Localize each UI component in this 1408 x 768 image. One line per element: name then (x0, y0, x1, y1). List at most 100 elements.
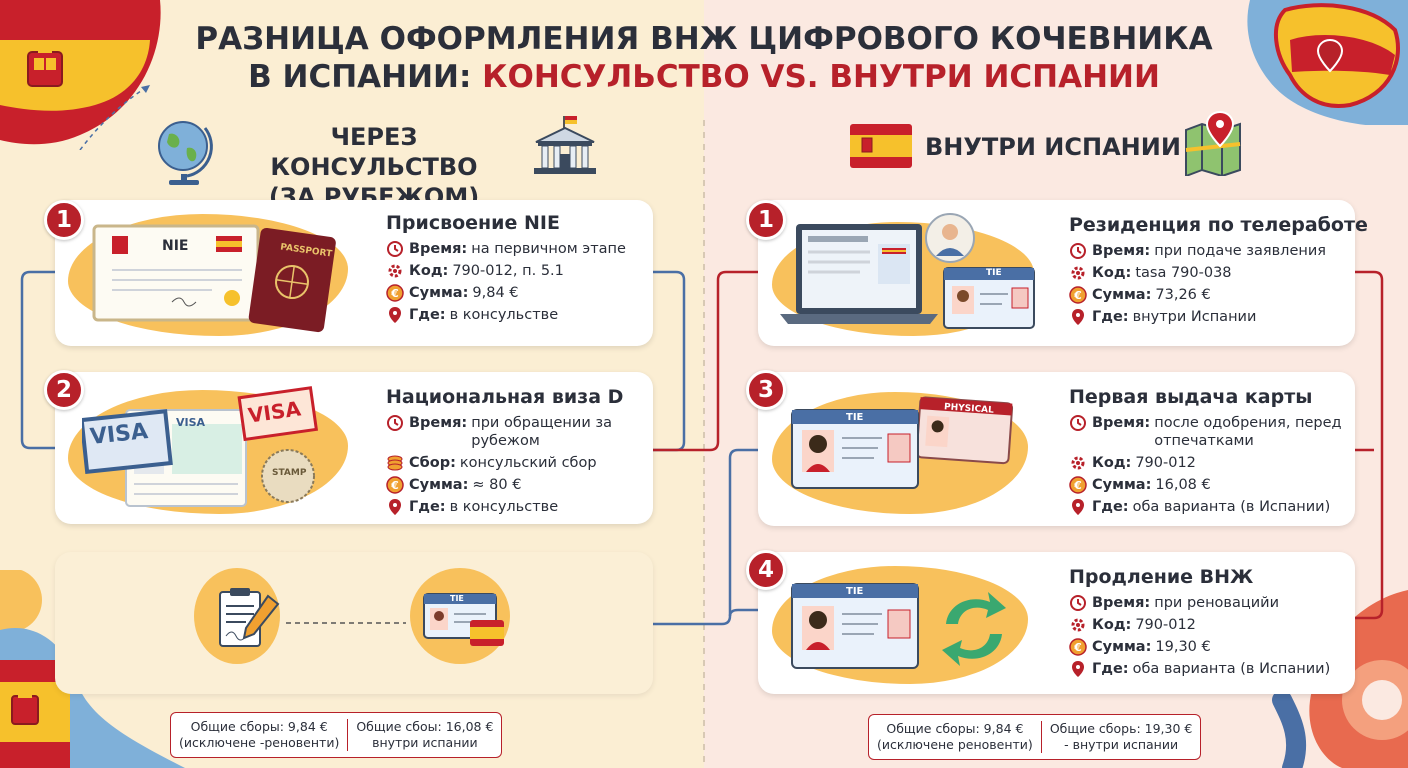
row-label: Где: (409, 499, 446, 515)
row-value: в консульстве (449, 499, 559, 515)
nie-document-and-passport-illustration (92, 224, 336, 333)
globe-icon (158, 121, 213, 185)
left-summary-col-2: Общие сбоы: 16,08 €внутри испании (348, 713, 501, 757)
row-label: Код: (1092, 617, 1132, 633)
row-value: ≈ 80 € (472, 477, 522, 493)
row-label: Время: (1092, 595, 1151, 611)
row-label: Где: (1092, 661, 1129, 677)
svg-text:€: € (1073, 479, 1082, 492)
clock-icon (387, 241, 403, 257)
gear-icon (1071, 266, 1085, 280)
row-label: Сбор: (409, 455, 456, 471)
left-summary-2-line1: Общие сбоы: 16,08 € (356, 719, 494, 734)
row-label: Время: (1092, 415, 1151, 431)
clock-icon (1070, 415, 1086, 431)
left-step-1-badge: 1 (44, 200, 84, 240)
dashed-connector (286, 622, 406, 624)
right-step-3-info: Первая выдача карты Время:после одобрени… (1069, 386, 1354, 520)
left-step-2-title: Национальная виза D (386, 386, 624, 408)
row-value: внутри Испании (1132, 309, 1257, 325)
right-step-4-info: Продление ВНЖ Время:при реновацийи Код:7… (1069, 566, 1330, 682)
left-summary-2-line2: внутри испании (372, 735, 478, 750)
gear-icon (388, 264, 402, 278)
laptop-remote-work-illustration (780, 213, 1035, 329)
row-value: оба варианта (в Испании) (1132, 499, 1331, 515)
row-label: Код: (1092, 455, 1132, 471)
title-line-2-red: КОНСУЛЬСТВО VS. ВНУТРИ ИСПАНИИ (482, 59, 1160, 95)
left-summary-1-line2: (исключене ‑реновенти) (179, 735, 340, 750)
row-value: 73,26 € (1155, 287, 1211, 303)
pin-icon (389, 499, 401, 515)
row-value: при реновацийи (1154, 595, 1279, 611)
row-label: Код: (409, 263, 449, 279)
map-pin-icon (1316, 38, 1344, 73)
row-label: Время: (409, 415, 468, 431)
coins-icon (387, 455, 403, 471)
visa-document-label: VISA (176, 416, 206, 429)
summary-separator (347, 719, 349, 751)
row-value: на первичном этапе (471, 241, 626, 257)
left-heading: ЧЕРЕЗ КОНСУЛЬСТВО (ЗА РУБЕЖОМ) (230, 122, 518, 212)
row-label: Где: (1092, 309, 1129, 325)
right-step-3-badge: 3 (746, 370, 786, 410)
tie-card-flag-icon (423, 593, 504, 646)
clock-icon (1070, 595, 1086, 611)
title-line-1: РАЗНИЦА ОФОРМЛЕНИЯ ВНЖ ЦИФРОВОГО КОЧЕВНИ… (195, 21, 1213, 57)
row-label: Время: (1092, 243, 1151, 259)
row-value: после одобрения, перед отпечатками (1154, 415, 1342, 449)
svg-text:€: € (1073, 289, 1082, 302)
spain-map-top-right (1247, 0, 1408, 125)
row-value: консульский сбор (459, 455, 597, 471)
row-label: Сумма: (1092, 477, 1152, 493)
gear-icon (1071, 456, 1085, 470)
visa-stamps-illustration (82, 386, 319, 507)
spain-flag-icon (850, 124, 912, 168)
pin-icon (1072, 661, 1084, 677)
row-value: при подаче заявления (1154, 243, 1326, 259)
euro-icon: € (1069, 286, 1087, 304)
row-label: Время: (409, 241, 468, 257)
right-summary-box: Общие сборы: 9,84 €(исключене реновенти)… (868, 714, 1202, 760)
row-label: Сумма: (1092, 287, 1152, 303)
tie-card-label: TIE (450, 594, 464, 603)
paper-plane-icon (141, 85, 150, 93)
right-summary-1-line1: Общие сборы: 9,84 € (886, 721, 1024, 736)
row-value: 16,08 € (1155, 477, 1211, 493)
stamp-label: STAMP (272, 468, 307, 478)
pin-icon (1072, 309, 1084, 325)
row-value: в консульстве (449, 307, 559, 323)
right-summary-col-1: Общие сборы: 9,84 €(исключене реновенти) (869, 715, 1041, 759)
clock-icon (387, 415, 403, 431)
svg-text:€: € (1073, 641, 1082, 654)
right-summary-2-line2: - внутри испании (1064, 737, 1179, 752)
right-step-4-badge: 4 (746, 550, 786, 590)
row-value: 790-012 (1135, 617, 1196, 633)
left-summary-col-1: Общие сборы: 9,84 €(исключене ‑реновенти… (171, 713, 347, 757)
clock-icon (1070, 243, 1086, 259)
row-value: при обращении за рубежом (471, 415, 612, 449)
right-summary-2-line1: Общие сборь: 19,30 € (1049, 721, 1193, 736)
svg-text:€: € (390, 287, 399, 300)
spain-flag-blob-top-left (0, 0, 161, 150)
row-value: tasa 790-038 (1135, 265, 1232, 281)
consulate-building-icon (534, 116, 596, 174)
row-value: оба варианта (в Испании) (1132, 661, 1331, 677)
summary-separator (1040, 721, 1042, 753)
row-value: 790-012 (1135, 455, 1196, 471)
right-summary-1-line2: (исключене реновенти) (877, 737, 1033, 752)
euro-icon: € (1069, 638, 1087, 656)
right-step-4-title: Продление ВНЖ (1069, 566, 1254, 588)
nie-document-label: NIE (162, 238, 189, 254)
right-step-1-badge: 1 (746, 200, 786, 240)
pin-icon (1072, 499, 1084, 515)
pin-icon (389, 307, 401, 323)
tie-card-illustration (791, 583, 919, 669)
gear-icon (1071, 618, 1085, 632)
right-step-3-title: Первая выдача карты (1069, 386, 1313, 408)
left-step-2-badge: 2 (44, 370, 84, 410)
tie-card-label: TIE (846, 412, 864, 423)
right-step-1-info: Резиденция по телеработе Время:при подач… (1069, 214, 1368, 330)
left-summary-1-line1: Общие сборы: 9,84 € (190, 719, 328, 734)
right-heading: ВНУТРИ ИСПАНИИ (925, 133, 1181, 161)
row-label: Сумма: (1092, 639, 1152, 655)
